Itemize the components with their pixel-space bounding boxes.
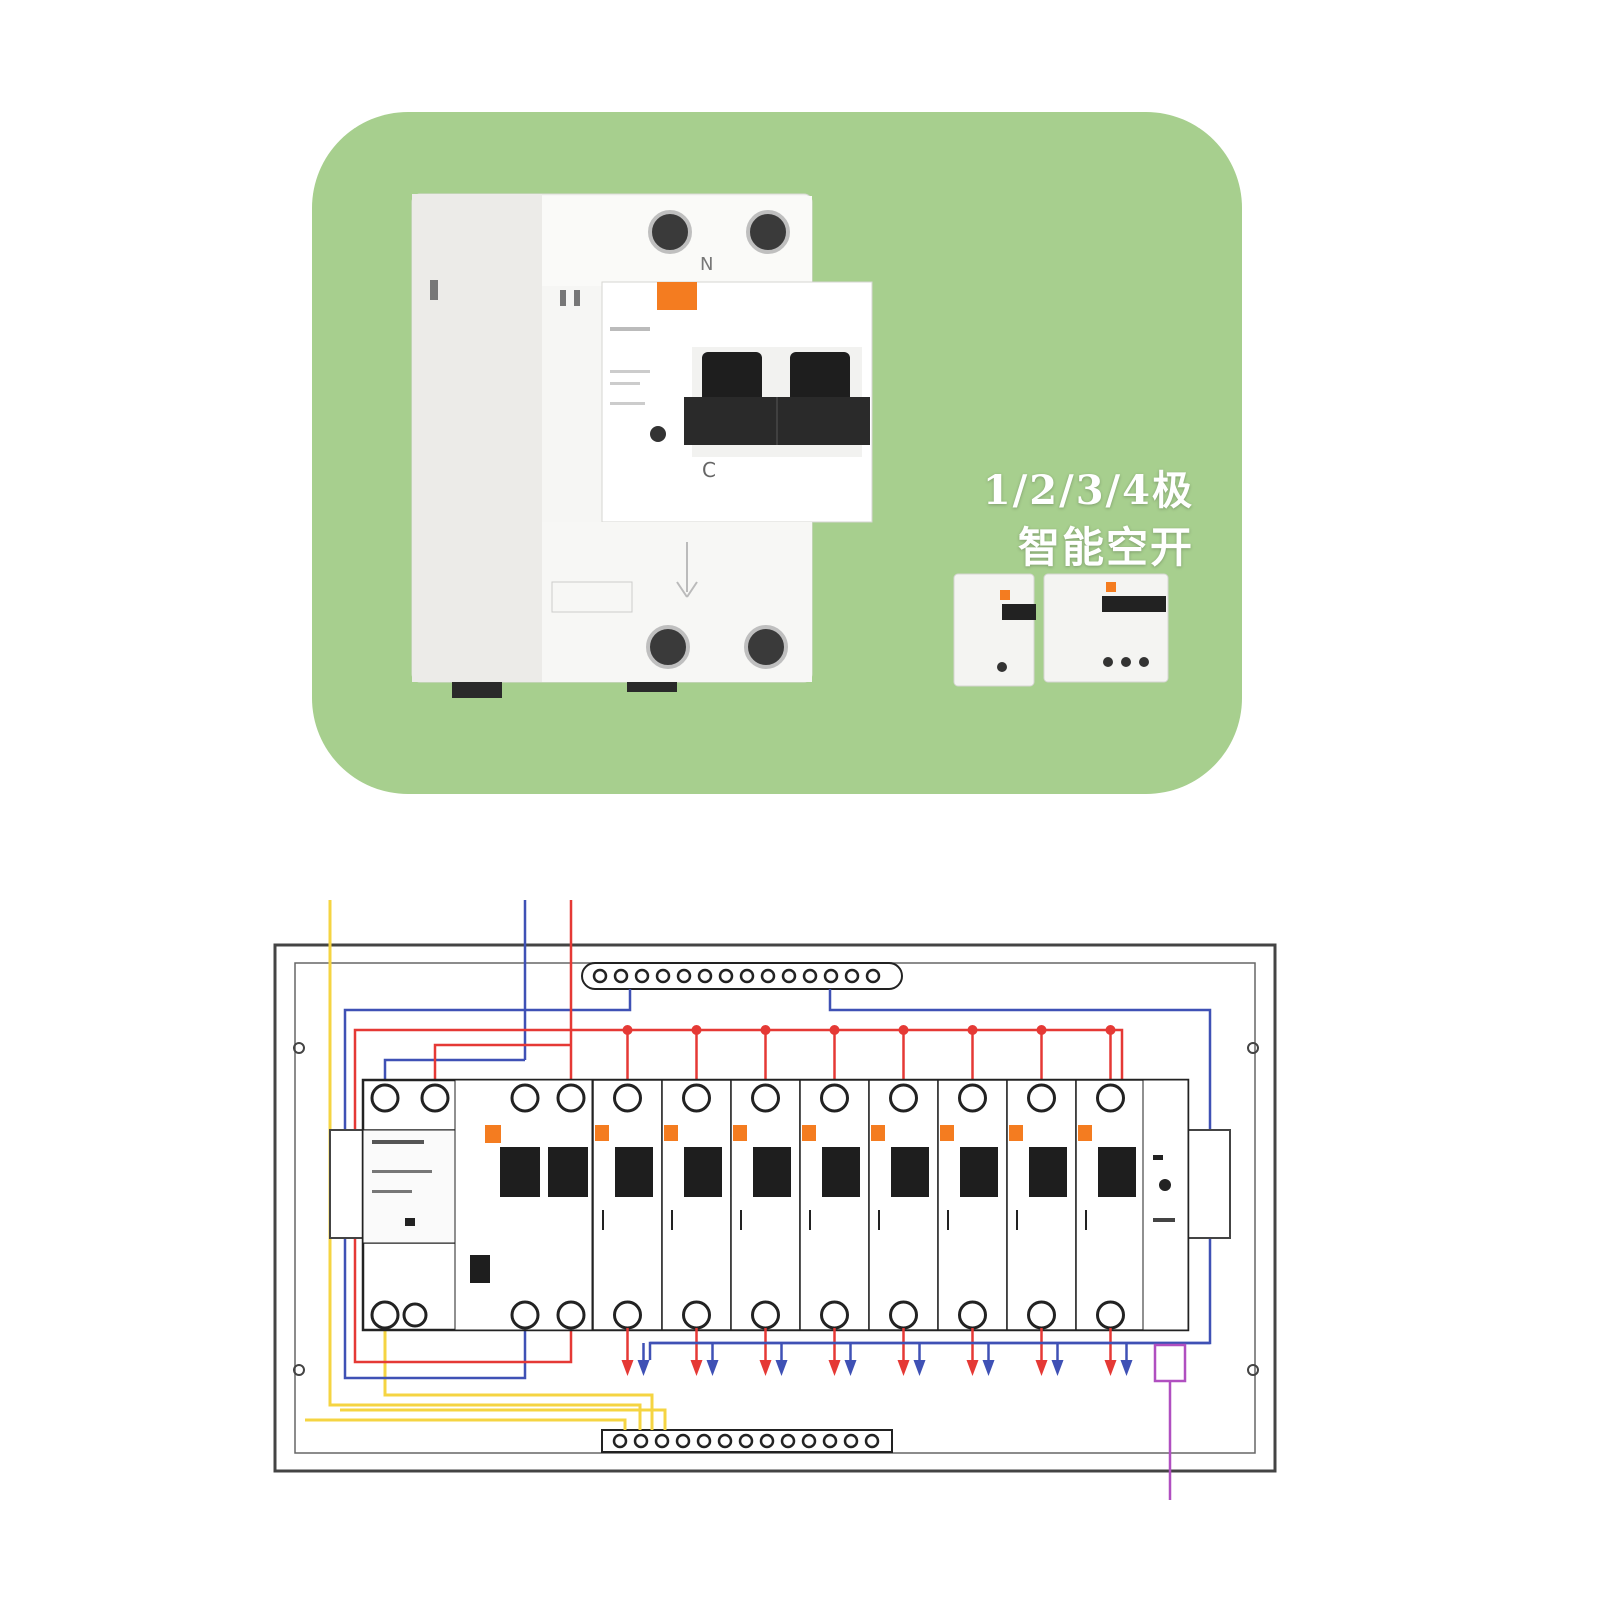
live-branch-drop bbox=[622, 1025, 633, 1085]
busbar-screw bbox=[739, 968, 755, 984]
main-breaker bbox=[454, 1079, 593, 1331]
smart-breaker-large: N C bbox=[411, 193, 873, 698]
busbar-screw bbox=[717, 1433, 733, 1449]
busbar-screw bbox=[823, 968, 839, 984]
branch-breaker bbox=[1006, 1079, 1077, 1331]
outgoing-circuit bbox=[966, 1328, 995, 1376]
busbar-screw bbox=[675, 1433, 691, 1449]
busbar-screw bbox=[634, 968, 650, 984]
busbar-screw bbox=[633, 1433, 649, 1449]
busbar-screw bbox=[843, 1433, 859, 1449]
live-branch-drop bbox=[898, 1025, 909, 1085]
curve-mark: C bbox=[702, 458, 716, 482]
busbar-screw bbox=[592, 968, 608, 984]
busbar-screw bbox=[780, 1433, 796, 1449]
busbar-screw bbox=[801, 1433, 817, 1449]
busbar-screw bbox=[654, 1433, 670, 1449]
neutral-busbar bbox=[581, 962, 903, 990]
earth-busbar bbox=[601, 1429, 893, 1453]
busbar-screw bbox=[676, 968, 692, 984]
branch-breaker bbox=[868, 1079, 939, 1331]
breaker-illustration: N C bbox=[411, 193, 1169, 698]
branch-breaker bbox=[592, 1079, 663, 1331]
busbar-screw bbox=[759, 1433, 775, 1449]
busbar-screw bbox=[844, 968, 860, 984]
busbar-screw bbox=[696, 1433, 712, 1449]
outgoing-circuit bbox=[1035, 1328, 1064, 1376]
live-branch-drop bbox=[760, 1025, 771, 1085]
smart-breaker-2p-thumbnail bbox=[953, 573, 1036, 687]
busbar-screw bbox=[718, 968, 734, 984]
busbar-screw bbox=[802, 968, 818, 984]
outgoing-circuit bbox=[759, 1328, 788, 1376]
outgoing-circuit bbox=[1104, 1328, 1133, 1376]
busbar-screw bbox=[781, 968, 797, 984]
branch-breaker bbox=[661, 1079, 732, 1331]
busbar-screw bbox=[655, 968, 671, 984]
busbar-screw bbox=[613, 968, 629, 984]
busbar-screw bbox=[612, 1433, 628, 1449]
terminal-n-label: N bbox=[700, 254, 713, 275]
busbar-screw bbox=[738, 1433, 754, 1449]
end-module bbox=[1142, 1079, 1189, 1331]
product-card: N C bbox=[312, 112, 1242, 794]
product-name-caption: 智能空开 bbox=[1017, 523, 1194, 572]
status-indicator bbox=[657, 282, 697, 310]
live-branch-drop bbox=[1036, 1025, 1047, 1085]
pole-options-caption: 1/2/3/4极 bbox=[982, 467, 1194, 514]
branch-breaker bbox=[937, 1079, 1008, 1331]
breaker-strip bbox=[329, 1078, 1231, 1332]
branch-breaker bbox=[799, 1079, 870, 1331]
outgoing-circuit bbox=[621, 1328, 650, 1376]
busbar-screw bbox=[760, 968, 776, 984]
signal-lead bbox=[1153, 1343, 1187, 1500]
live-branch-drop bbox=[1105, 1025, 1116, 1085]
branch-breaker bbox=[1075, 1079, 1146, 1331]
busbar-screw bbox=[822, 1433, 838, 1449]
branch-breaker bbox=[730, 1079, 801, 1331]
outgoing-circuit bbox=[690, 1328, 719, 1376]
live-branch-drop bbox=[829, 1025, 840, 1085]
live-branch-drop bbox=[691, 1025, 702, 1085]
outgoing-circuit bbox=[828, 1328, 857, 1376]
enclosure-outer bbox=[273, 943, 1277, 1473]
live-branch-drop bbox=[967, 1025, 978, 1085]
smart-breaker-4p-thumbnail bbox=[1043, 573, 1169, 683]
main-smart-module bbox=[362, 1129, 456, 1244]
busbar-screw bbox=[697, 968, 713, 984]
busbar-screw bbox=[864, 1433, 880, 1449]
busbar-screw bbox=[865, 968, 881, 984]
outgoing-circuit bbox=[897, 1328, 926, 1376]
